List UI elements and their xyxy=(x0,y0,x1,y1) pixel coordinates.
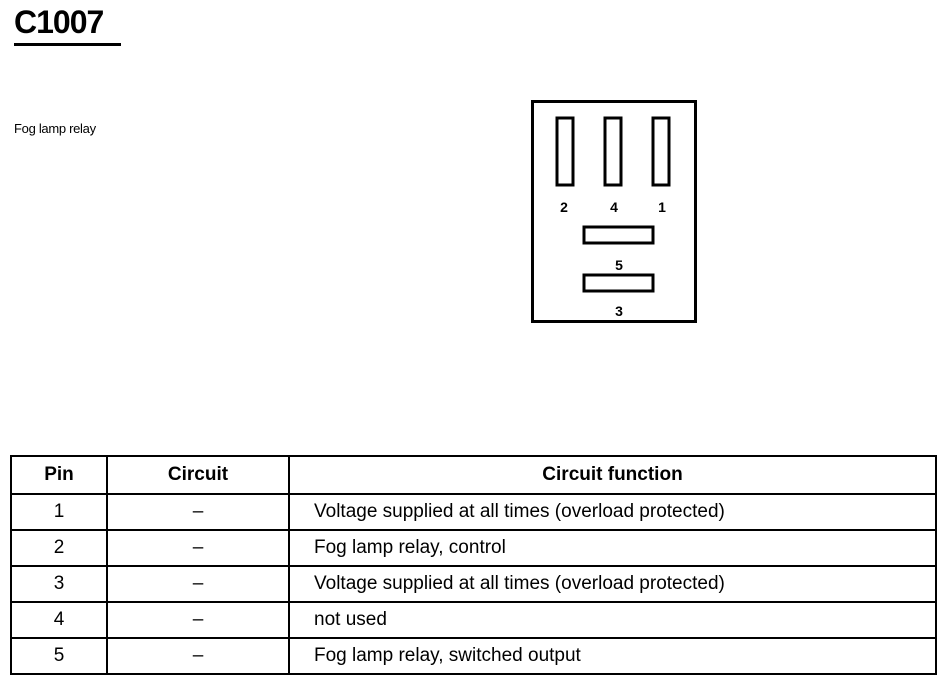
pin-table: Pin Circuit Circuit function 1 – Voltage… xyxy=(10,455,937,675)
cell-circuit: – xyxy=(106,637,290,675)
pin-3-terminal xyxy=(582,273,655,293)
header-circuit: Circuit xyxy=(106,455,290,495)
cell-function: Voltage supplied at all times (overload … xyxy=(288,493,937,531)
pin-2-terminal xyxy=(555,116,575,187)
cell-circuit: – xyxy=(106,601,290,639)
pin-label-3: 3 xyxy=(615,303,623,319)
pin-label-4: 4 xyxy=(610,199,618,215)
title-underline xyxy=(14,43,121,46)
cell-function: Voltage supplied at all times (overload … xyxy=(288,565,937,603)
table-header-row: Pin Circuit Circuit function xyxy=(10,455,937,495)
cell-function: Fog lamp relay, switched output xyxy=(288,637,937,675)
cell-pin: 2 xyxy=(10,529,108,567)
cell-circuit: – xyxy=(106,565,290,603)
pin-label-5: 5 xyxy=(615,257,623,273)
cell-pin: 1 xyxy=(10,493,108,531)
pin-label-2: 2 xyxy=(560,199,568,215)
table-row: 3 – Voltage supplied at all times (overl… xyxy=(10,565,937,603)
table-row: 2 – Fog lamp relay, control xyxy=(10,529,937,567)
cell-circuit: – xyxy=(106,493,290,531)
cell-pin: 4 xyxy=(10,601,108,639)
cell-function: not used xyxy=(288,601,937,639)
table-row: 4 – not used xyxy=(10,601,937,639)
connector-title: C1007 xyxy=(14,4,104,40)
pin-5-terminal xyxy=(582,225,655,245)
connector-description: Fog lamp relay xyxy=(14,121,96,136)
cell-function: Fog lamp relay, control xyxy=(288,529,937,567)
cell-pin: 5 xyxy=(10,637,108,675)
table-row: 5 – Fog lamp relay, switched output xyxy=(10,637,937,675)
pin-label-1: 1 xyxy=(658,199,666,215)
pin-1-terminal xyxy=(651,116,671,187)
header-circuit-function: Circuit function xyxy=(288,455,937,495)
table-row: 1 – Voltage supplied at all times (overl… xyxy=(10,493,937,531)
cell-pin: 3 xyxy=(10,565,108,603)
connector-face-diagram: 2 4 1 5 3 xyxy=(531,100,697,324)
header-pin: Pin xyxy=(10,455,108,495)
cell-circuit: – xyxy=(106,529,290,567)
pin-4-terminal xyxy=(603,116,623,187)
